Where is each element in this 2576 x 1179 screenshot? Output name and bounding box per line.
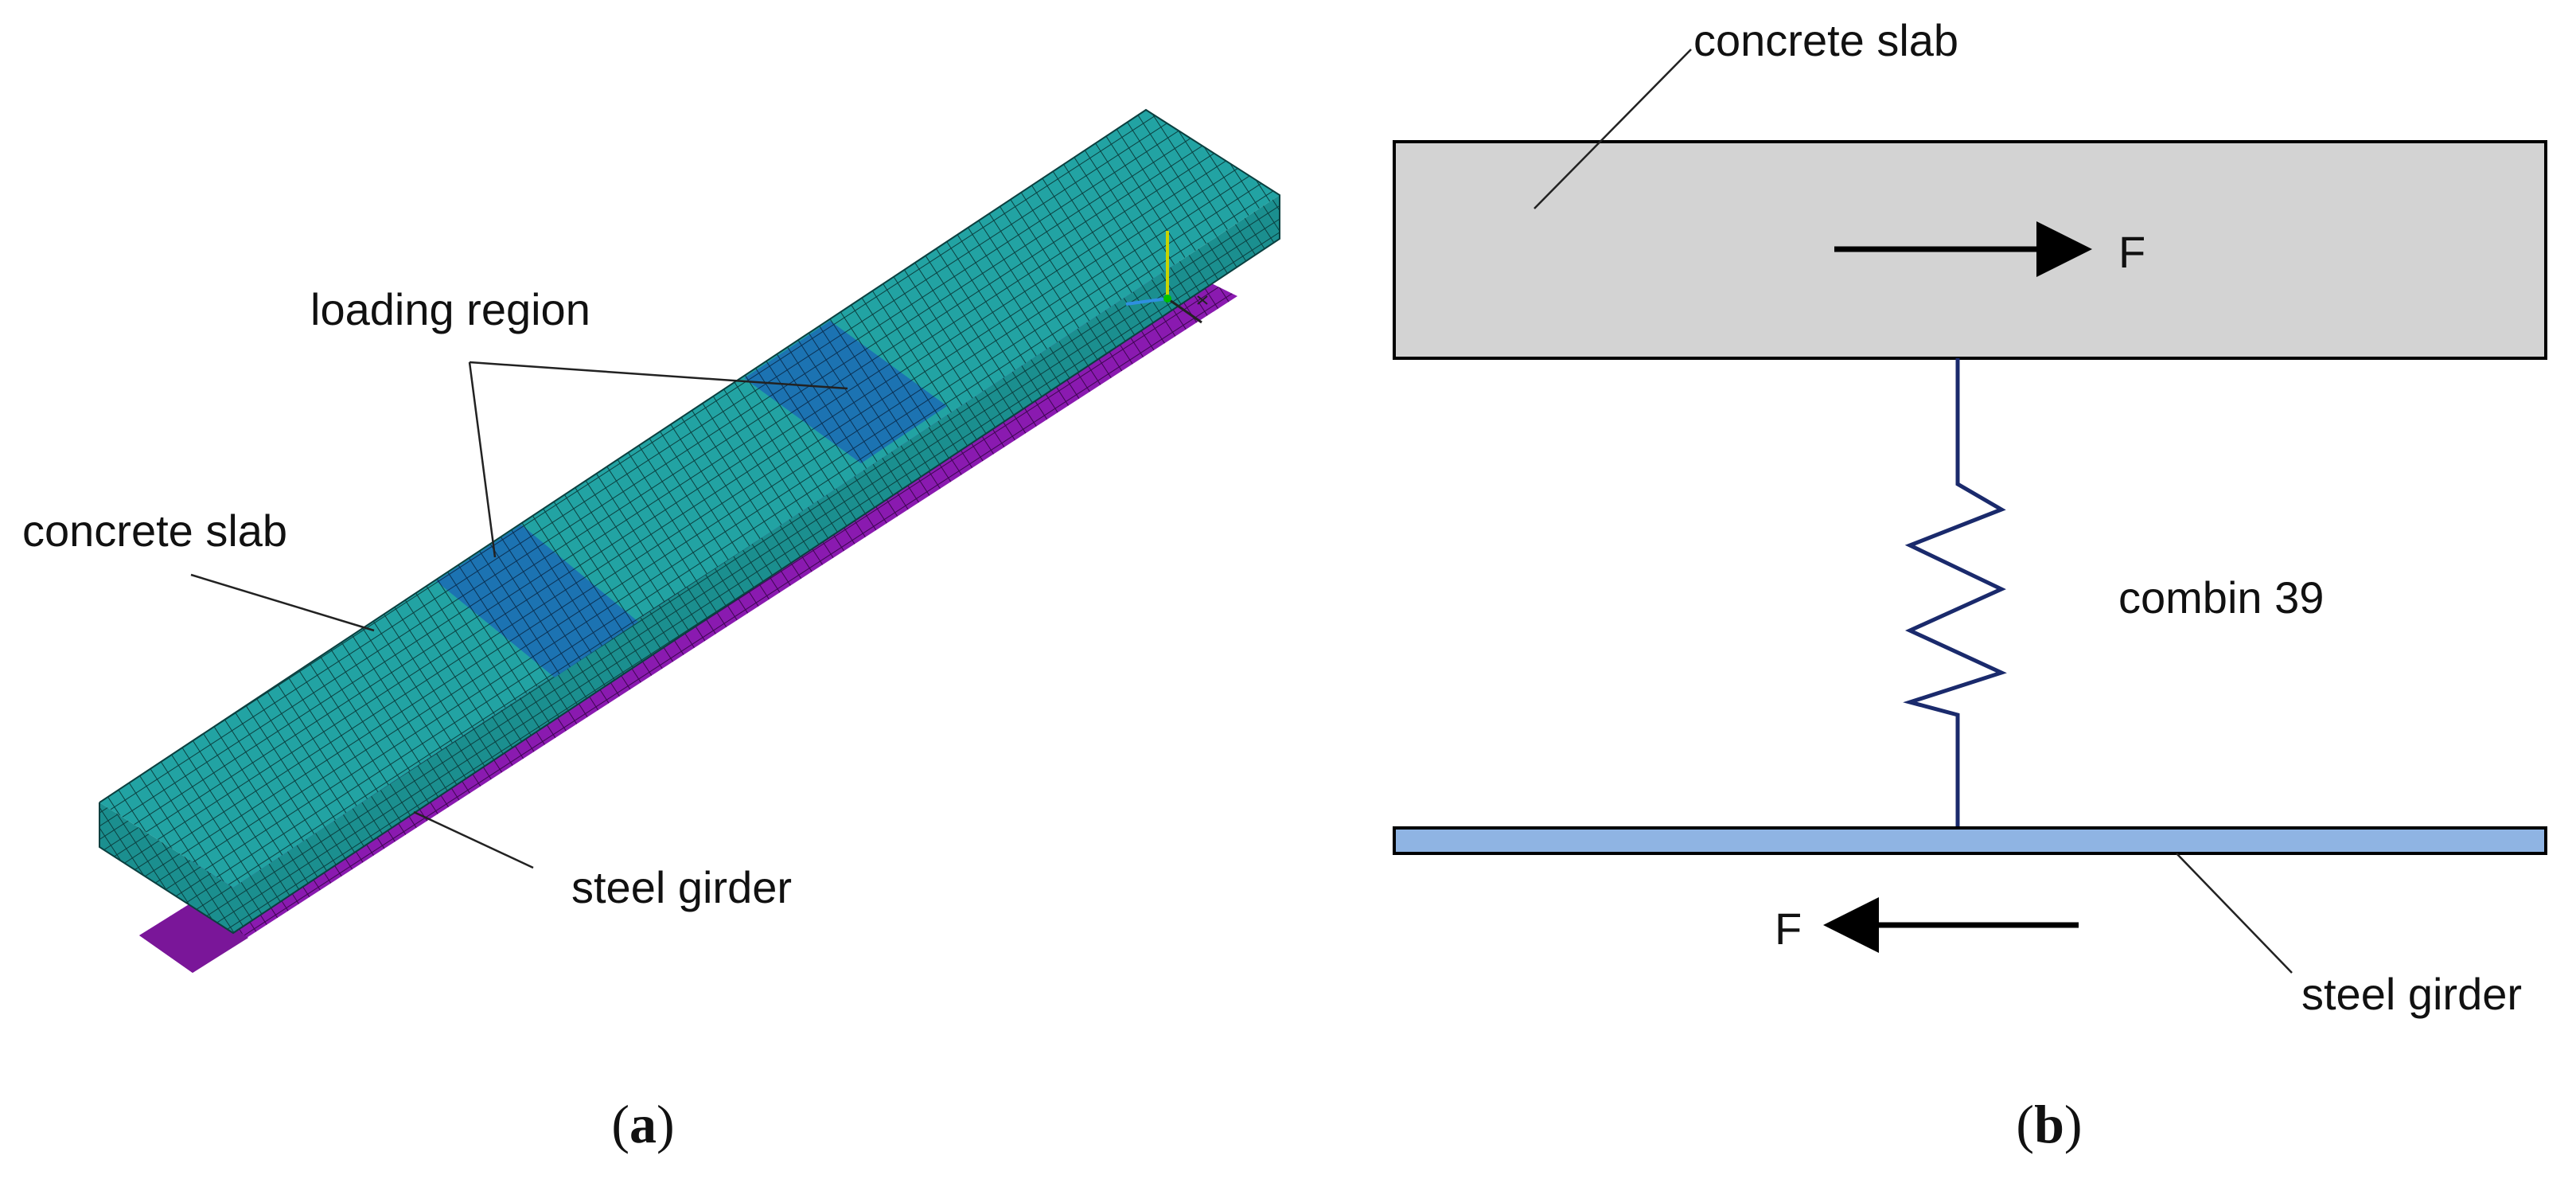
spring-element [1903,358,2007,828]
caption-a-letter: a [629,1094,657,1154]
spring-label: combin 39 [2118,572,2324,623]
axis-triad-icon [1125,231,1208,324]
concrete-slab-label-b: concrete slab [1693,15,1958,65]
leader-steel-girder-b [2176,853,2293,974]
panel-a: loading region concrete slab steel girde… [22,108,1280,1154]
loading-region-2 [744,321,947,463]
leader-loading-region-2 [469,361,848,390]
steel-girder-label-b: steel girder [2301,969,2522,1019]
slab-top-face [99,110,1280,888]
panel-b: F combin 39 F concrete slab steel girder… [1393,15,2547,1154]
leader-concrete-slab-a [190,573,375,632]
caption-b-open: ( [2016,1094,2034,1154]
caption-a-close: ) [657,1094,675,1154]
caption-a: (a) [611,1094,674,1154]
concrete-slab-mesh [99,108,1280,935]
caption-b-close: ) [2064,1094,2083,1154]
loading-region-label: loading region [310,284,590,334]
loading-region-1 [436,525,638,677]
concrete-slab-label-a: concrete slab [22,506,287,556]
slab-end-face [99,802,233,933]
leader-loading-region-1 [468,361,497,558]
slab-outline [99,108,1280,935]
force-label-bottom: F [1775,904,1802,954]
steel-girder-label-a: steel girder [571,862,792,912]
caption-a-open: ( [611,1094,629,1154]
force-label-top: F [2118,227,2145,277]
slab-side-face [233,195,1280,933]
caption-b: (b) [2016,1094,2082,1154]
leader-concrete-slab-b [1534,49,1692,209]
steel-girder-plate [1393,826,2547,855]
caption-b-letter: b [2034,1094,2064,1154]
leader-steel-girder-a [413,810,534,869]
